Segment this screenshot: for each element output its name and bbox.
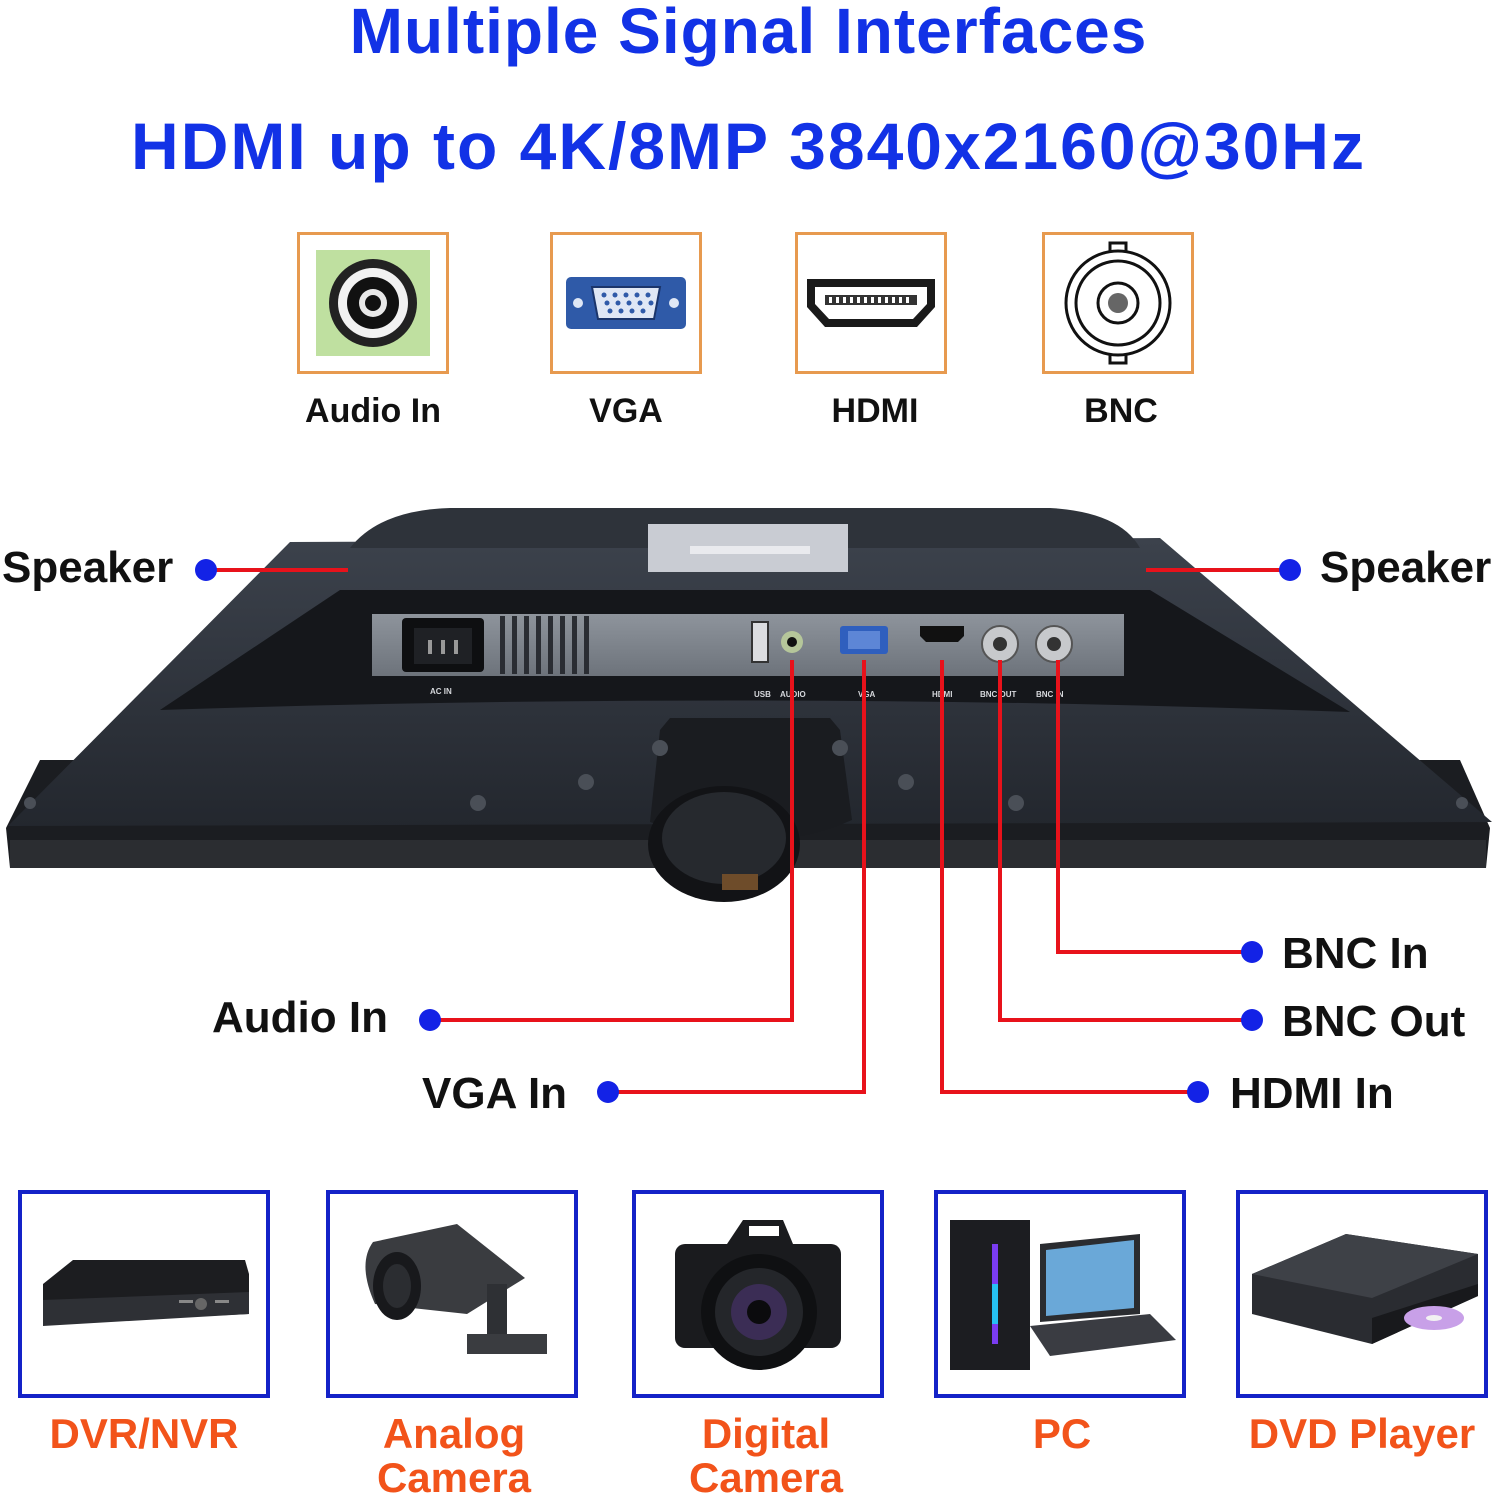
audio-jack-icon	[297, 232, 449, 374]
callout-bnc-out: BNC Out	[1282, 997, 1466, 1046]
callout-hdmi-in: HDMI In	[1230, 1069, 1394, 1118]
audio-in-dot	[419, 1009, 441, 1031]
device-label-pc: PC	[1032, 1410, 1092, 1457]
callout-speaker-left: Speaker	[2, 543, 174, 592]
dvd-player-icon	[1236, 1190, 1488, 1398]
device-label-dvr: DVR/NVR	[49, 1410, 239, 1457]
port-label-ac: AC IN	[430, 687, 452, 696]
port-label-usb: USB	[754, 690, 771, 699]
callout-bnc-in: BNC In	[1282, 929, 1429, 978]
device-label-digital-camera: Digital Camera	[688, 1410, 844, 1501]
bullet-camera-icon	[326, 1190, 578, 1398]
iface-label-hdmi: HDMI	[831, 392, 919, 430]
vga-port-icon	[550, 232, 702, 374]
iface-label-bnc: BNC	[1084, 392, 1158, 430]
page-subtitle: HDMI up to 4K/8MP 3840x2160@30Hz	[131, 109, 1366, 183]
port-label-bnc-in: BNC IN	[1036, 690, 1064, 699]
vga-in-dot	[597, 1081, 619, 1103]
bnc-in-dot	[1241, 941, 1263, 963]
callout-speaker-right: Speaker	[1320, 543, 1492, 592]
page-title: Multiple Signal Interfaces	[349, 0, 1148, 67]
hdmi-in-dot	[1187, 1081, 1209, 1103]
speaker-right-dot	[1279, 559, 1301, 581]
device-label-dvd-player: DVD Player	[1248, 1410, 1476, 1457]
bnc-out-dot	[1241, 1009, 1263, 1031]
device-label-analog-camera: Analog Camera	[376, 1410, 532, 1501]
speaker-left-dot	[195, 559, 217, 581]
callout-audio-in: Audio In	[212, 993, 388, 1042]
iface-label-vga: VGA	[589, 392, 663, 430]
hdmi-port-icon	[795, 232, 947, 374]
desktop-laptop-icon	[934, 1190, 1186, 1398]
iface-label-audio: Audio In	[305, 392, 441, 430]
bnc-connector-icon	[1042, 232, 1194, 374]
dvr-recorder-icon	[18, 1190, 270, 1398]
port-label-vga: VGA	[858, 690, 876, 699]
callout-vga-in: VGA In	[422, 1069, 568, 1118]
dslr-camera-icon	[632, 1190, 884, 1398]
